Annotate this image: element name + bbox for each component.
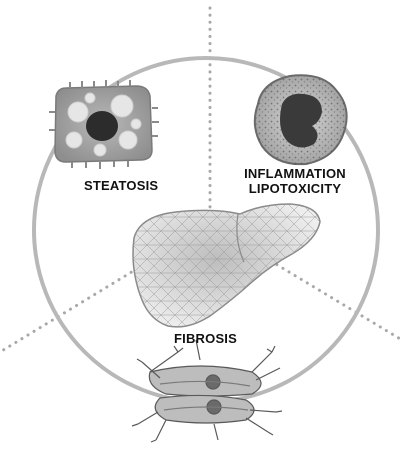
activated-stellate-cell-icon xyxy=(132,340,282,442)
label-fibrosis: FIBROSIS xyxy=(174,331,237,346)
label-inflammation: INFLAMMATION xyxy=(230,166,360,181)
label-lipotoxicity: LIPOTOXICITY xyxy=(230,181,360,196)
liver-mesh-icon xyxy=(133,204,320,327)
label-inflammation-lipotoxicity: INFLAMMATION LIPOTOXICITY xyxy=(230,166,360,196)
fat-laden-hepatocyte-icon xyxy=(49,80,159,169)
label-steatosis: STEATOSIS xyxy=(84,178,158,193)
inflammatory-cell-icon xyxy=(255,75,347,164)
